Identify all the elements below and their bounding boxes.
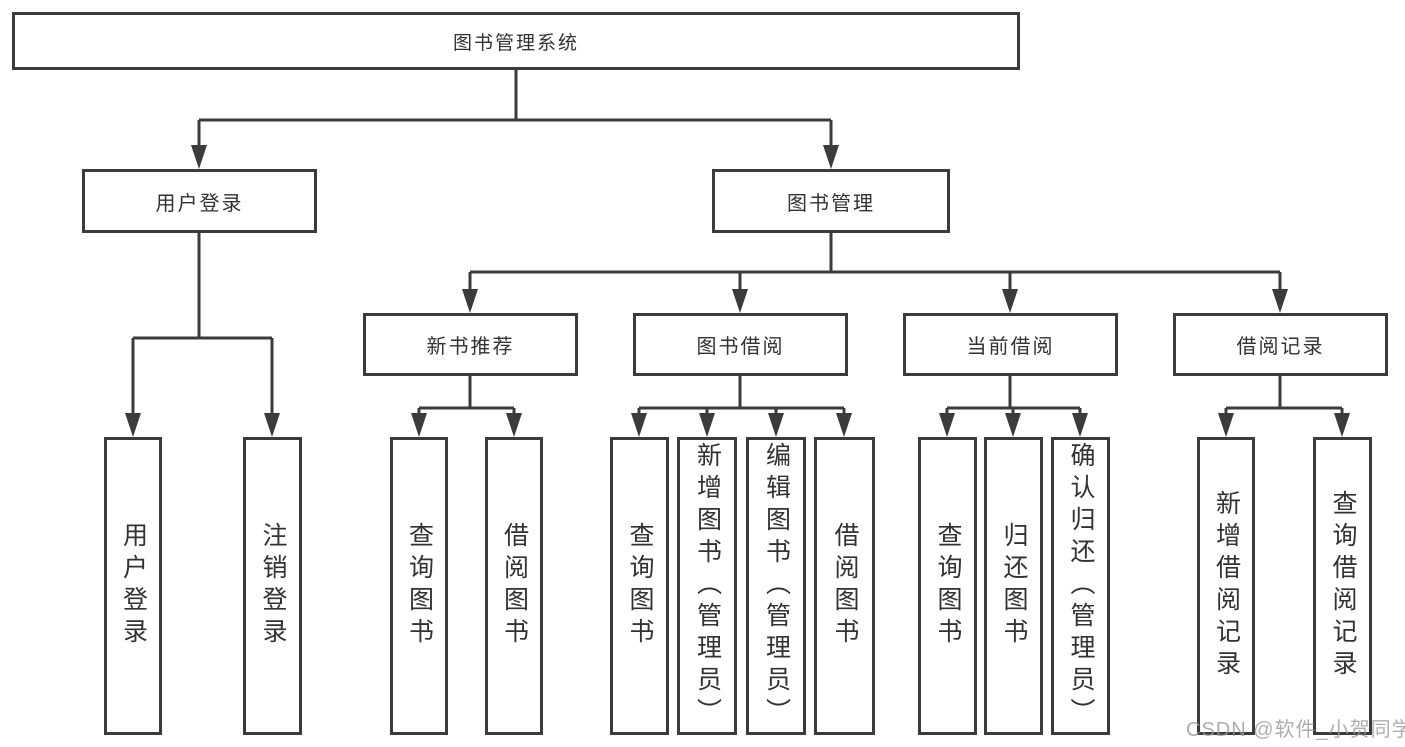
node-user-login: 用户登录 xyxy=(82,169,317,233)
leaf-add-borrow-record-label: 新增借阅记录 xyxy=(1212,490,1241,682)
connector-book-management-to-level3 xyxy=(462,233,1288,313)
leaf-borrow-books-recommend-label: 借阅图书 xyxy=(500,522,529,650)
connector-book-borrow-to-leaves xyxy=(631,376,852,437)
leaf-confirm-return-admin-label: 确认归还（管理员） xyxy=(1067,442,1095,730)
node-book-management-label: 图书管理 xyxy=(787,192,875,215)
leaf-confirm-return-admin: 确认归还（管理员） xyxy=(1051,437,1110,735)
connector-current-borrow-to-leaves xyxy=(939,376,1088,437)
node-borrow-records-label: 借阅记录 xyxy=(1236,336,1325,358)
connector-user-login-to-leaves xyxy=(125,233,280,437)
leaf-user-login: 用户登录 xyxy=(104,437,162,735)
leaf-borrow-books-recommend: 借阅图书 xyxy=(485,437,543,735)
leaf-return-books: 归还图书 xyxy=(984,437,1043,735)
leaf-add-book-admin: 新增图书（管理员） xyxy=(677,437,737,735)
leaf-query-books-current-label: 查询图书 xyxy=(934,522,962,650)
leaf-edit-book-admin-label: 编辑图书（管理员） xyxy=(762,442,791,730)
leaf-borrow-books-label: 借阅图书 xyxy=(831,522,859,650)
leaf-user-login-label: 用户登录 xyxy=(119,522,148,650)
leaf-query-books-current: 查询图书 xyxy=(918,437,977,735)
connector-root-to-level2 xyxy=(191,70,839,169)
node-root-system: 图书管理系统 xyxy=(12,12,1020,70)
csdn-watermark: CSDN @软件_小贺同学 xyxy=(1186,719,1405,741)
node-root-label: 图书管理系统 xyxy=(452,32,579,54)
leaf-query-books-borrow: 查询图书 xyxy=(610,437,669,735)
node-new-book-recommend-label: 新书推荐 xyxy=(426,336,515,358)
node-book-borrow: 图书借阅 xyxy=(633,313,848,376)
connector-borrow-records-to-leaves xyxy=(1218,376,1350,437)
leaf-borrow-books: 借阅图书 xyxy=(814,437,875,735)
leaf-query-books-recommend-label: 查询图书 xyxy=(405,522,434,650)
leaf-return-books-label: 归还图书 xyxy=(1000,522,1028,650)
leaf-query-borrow-record-label: 查询借阅记录 xyxy=(1329,490,1357,682)
leaf-edit-book-admin: 编辑图书（管理员） xyxy=(746,437,806,735)
node-new-book-recommend: 新书推荐 xyxy=(363,313,578,376)
leaf-logout-label: 注销登录 xyxy=(259,522,287,650)
leaf-query-borrow-record: 查询借阅记录 xyxy=(1313,437,1372,735)
node-current-borrow-label: 当前借阅 xyxy=(966,336,1055,358)
connector-new-book-to-leaves xyxy=(411,376,522,437)
node-book-borrow-label: 图书借阅 xyxy=(696,336,785,358)
leaf-logout: 注销登录 xyxy=(243,437,302,735)
leaf-query-books-recommend: 查询图书 xyxy=(390,437,448,735)
node-user-login-label: 用户登录 xyxy=(155,192,244,215)
node-book-management: 图书管理 xyxy=(712,169,950,233)
leaf-add-borrow-record: 新增借阅记录 xyxy=(1197,437,1255,735)
node-borrow-records: 借阅记录 xyxy=(1173,313,1388,376)
leaf-add-book-admin-label: 新增图书（管理员） xyxy=(693,442,722,730)
leaf-query-books-borrow-label: 查询图书 xyxy=(626,522,654,650)
node-current-borrow: 当前借阅 xyxy=(903,313,1118,376)
